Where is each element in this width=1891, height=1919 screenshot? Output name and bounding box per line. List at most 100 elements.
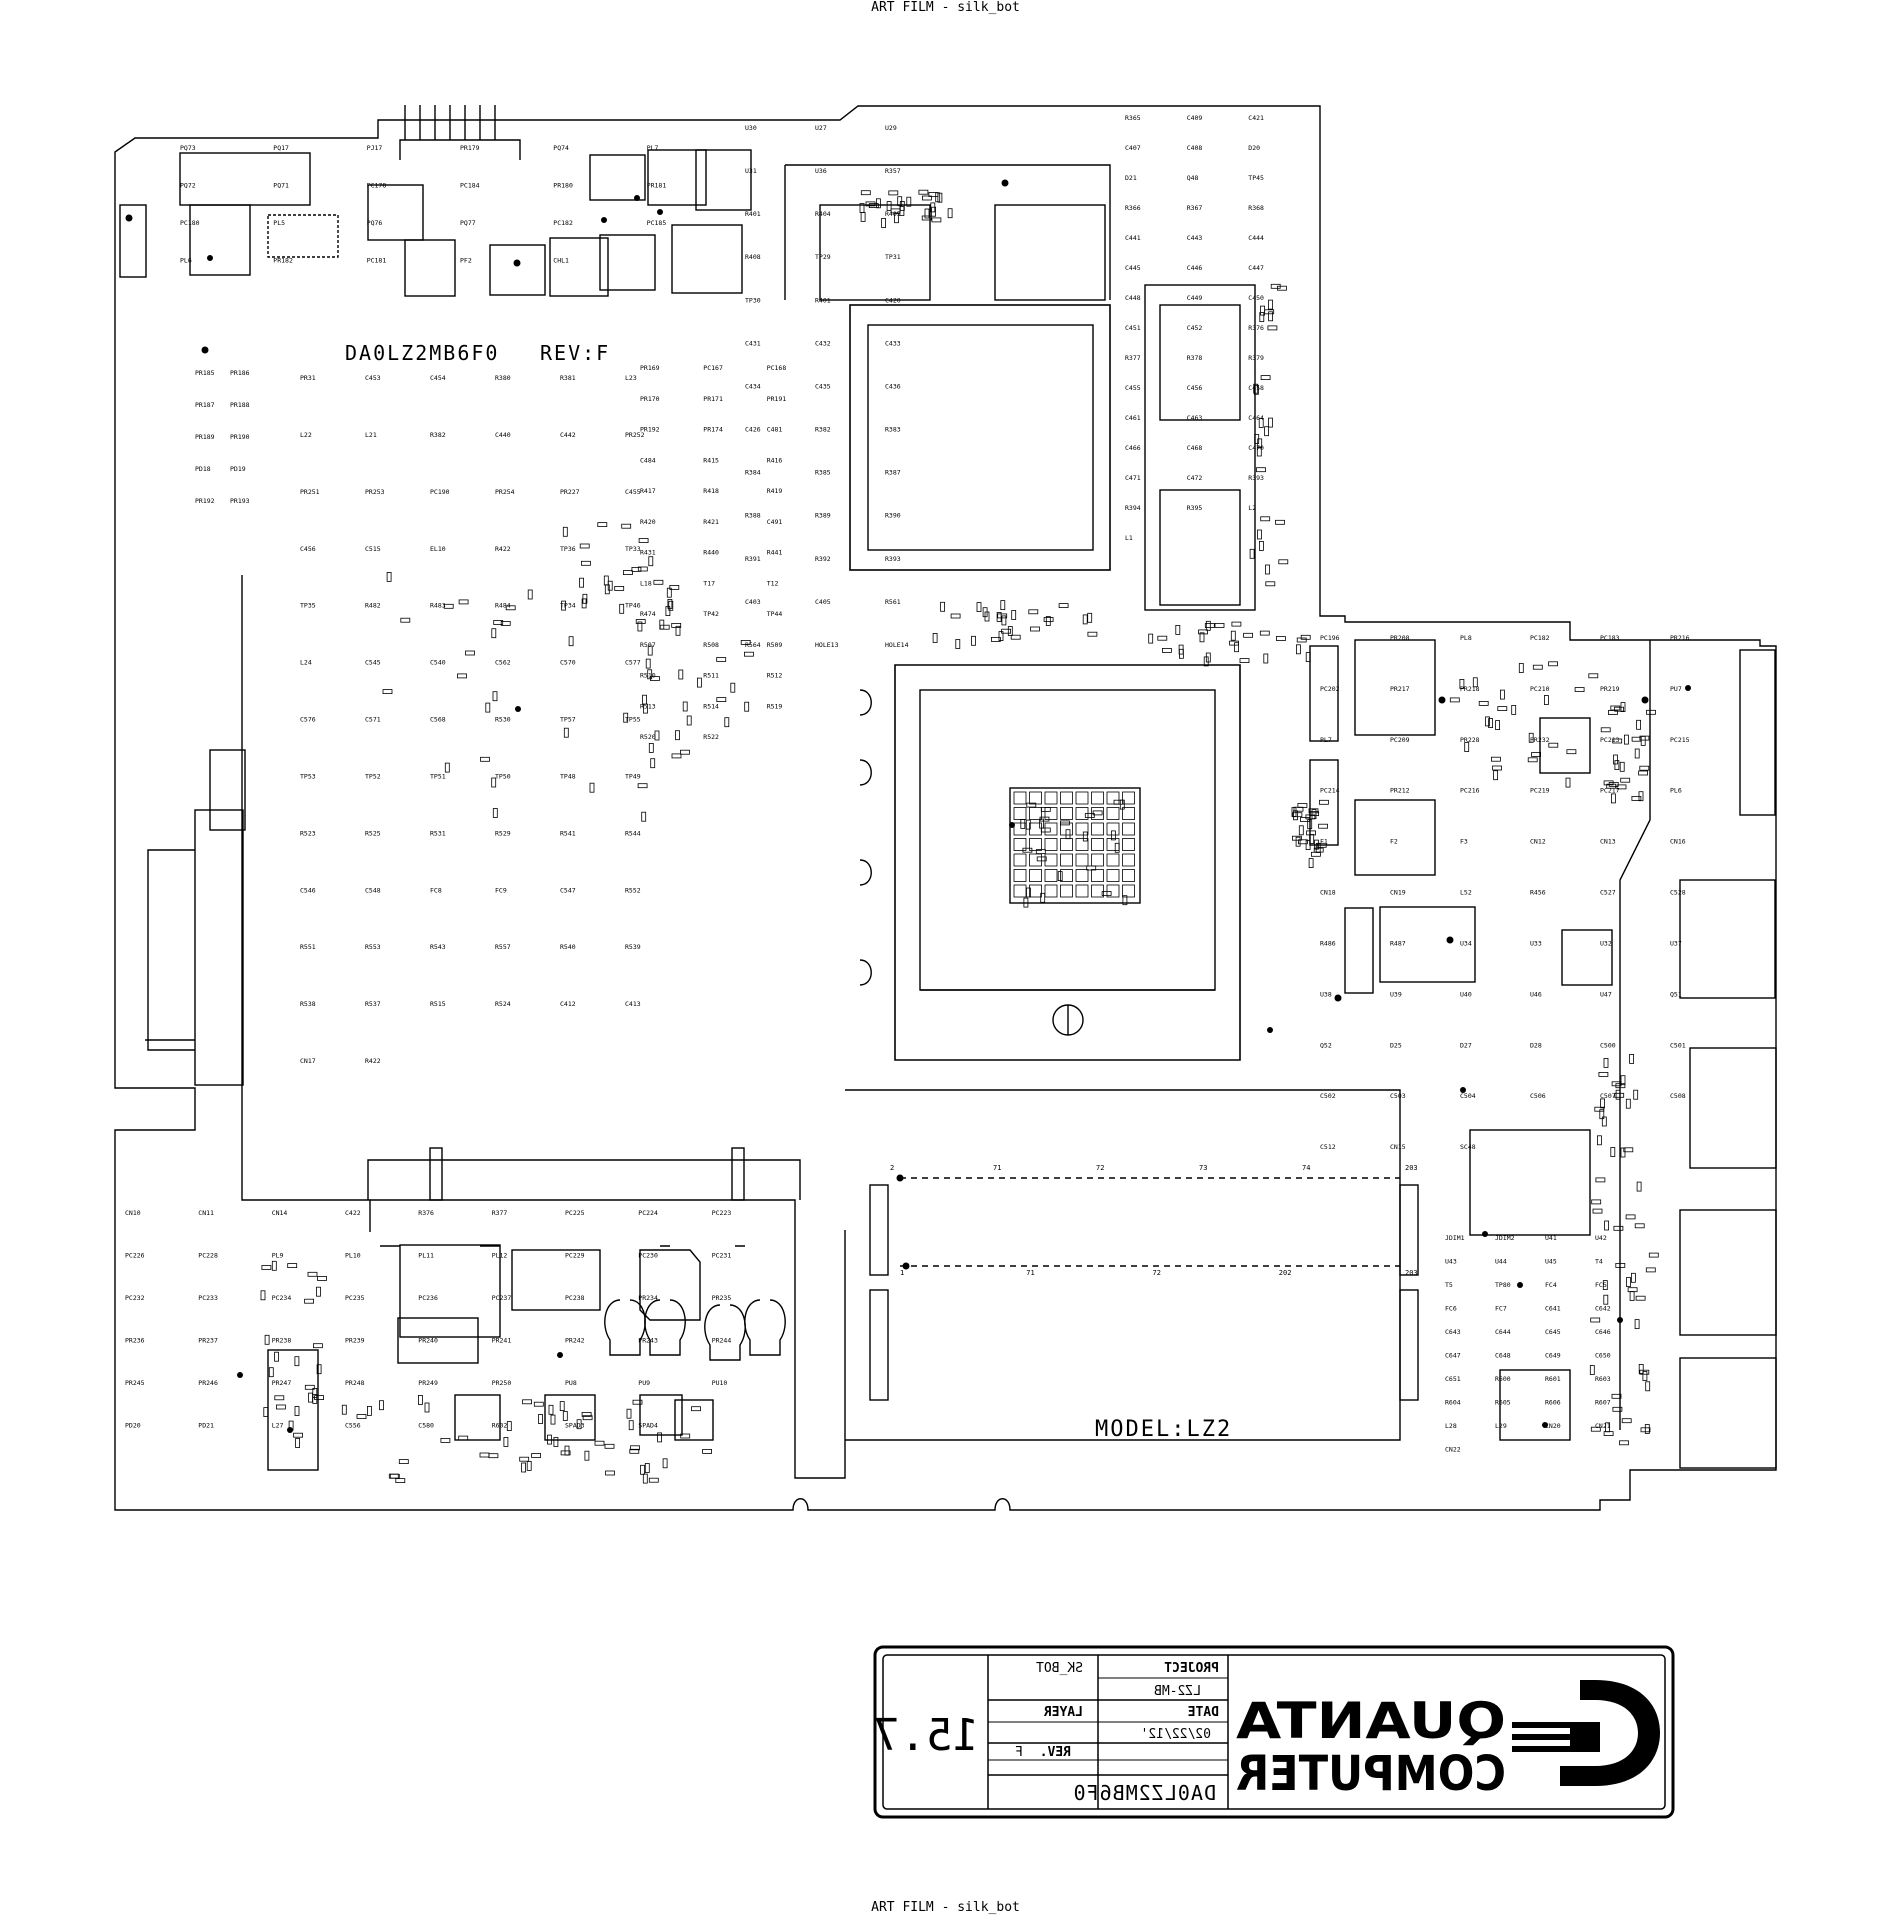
designator-pl5: PL5 [273, 219, 285, 227]
designator-pc236: PC236 [418, 1294, 438, 1302]
smd-pad [637, 621, 643, 632]
smd-pad [1639, 765, 1650, 771]
smd-pad [492, 691, 498, 702]
designator-pr186: PR186 [230, 369, 250, 377]
designator-r422: R422 [365, 1057, 381, 1065]
cpu-pad [1044, 869, 1058, 882]
smd-pad [1631, 796, 1642, 801]
smd-pad [1318, 823, 1328, 829]
smd-pad [479, 1452, 490, 1458]
designator-r540: R540 [560, 943, 576, 951]
designator-c642: C642 [1595, 1305, 1611, 1313]
smd-pad [605, 1470, 615, 1476]
designator-r441: R441 [767, 549, 783, 557]
smd-pad [1157, 635, 1168, 641]
cpu-pad [1044, 791, 1058, 805]
cn13-connector [1679, 879, 1776, 999]
designator-tp55: TP55 [625, 716, 641, 724]
designator-c421: C421 [1248, 114, 1264, 122]
designator-r519: R519 [767, 703, 783, 711]
designator-u46: U46 [1530, 990, 1542, 998]
smd-pad [1518, 663, 1524, 673]
designator-pc237: PC237 [492, 1294, 512, 1302]
designator-tp45: TP45 [1248, 174, 1264, 182]
designator-f3: F3 [1460, 838, 1468, 846]
company-name-line1: QUANTA [1236, 1692, 1506, 1750]
designator-t12: T12 [767, 579, 779, 587]
smd-pad [264, 1334, 270, 1345]
smd-pad [308, 1392, 313, 1403]
cpu-pad [1075, 884, 1089, 898]
designator-c456: C456 [1187, 384, 1203, 392]
smd-pad [1295, 836, 1301, 847]
designator-r511: R511 [703, 672, 719, 680]
designator-pr252: PR252 [625, 431, 645, 439]
smd-pad [998, 631, 1004, 641]
cpu-pad [1106, 884, 1120, 898]
designator-r474: R474 [640, 610, 656, 618]
designator-d20: D20 [1248, 144, 1260, 152]
smd-pad [1148, 633, 1154, 644]
designator-pr250: PR250 [492, 1379, 512, 1387]
smd-pad [630, 1445, 640, 1451]
dimm-top-pin-73: 73 [1199, 1164, 1207, 1172]
designator-c420: C420 [885, 296, 901, 304]
smd-pad [604, 1443, 615, 1449]
designator-pl8: PL8 [1460, 634, 1472, 642]
designator-r420: R420 [640, 518, 656, 526]
smd-pad [1040, 892, 1046, 903]
smd-pad [1601, 1116, 1607, 1127]
designator-c647: C647 [1445, 1352, 1461, 1360]
designator-f1: F1 [1320, 838, 1328, 846]
smd-pad [860, 211, 866, 222]
smd-pad [669, 585, 680, 590]
smd-pad [744, 651, 754, 657]
smd-pad [1615, 1263, 1626, 1268]
smd-pad [1642, 1371, 1648, 1381]
designator-c453: C453 [365, 374, 381, 382]
smd-pad [650, 676, 660, 681]
smd-pad [488, 1453, 499, 1459]
smd-pad [1603, 780, 1614, 786]
designator-cn14: CN14 [272, 1209, 288, 1217]
smd-pad [1589, 1365, 1595, 1375]
cpu-pad [1029, 838, 1042, 851]
u30-chip [819, 204, 931, 301]
smd-pad [931, 217, 942, 223]
smd-pad [697, 677, 702, 688]
smd-pad [563, 727, 569, 738]
designator-pc213: PC213 [1600, 736, 1620, 744]
designator-c644: C644 [1495, 1328, 1511, 1336]
designator-r367: R367 [1187, 204, 1203, 212]
designator-pr181: PR181 [647, 182, 667, 190]
inner-bottom-boundary [370, 1199, 846, 1479]
smd-pad [1162, 648, 1172, 653]
cpu-pad [1122, 807, 1135, 820]
designator-cn15: CN15 [1390, 1143, 1406, 1151]
smd-pad [1259, 541, 1264, 551]
designator-l21: L21 [365, 431, 377, 439]
smd-pad [1620, 1075, 1626, 1086]
dimm-top-pin-72: 72 [1096, 1164, 1104, 1172]
designator-c472: C472 [1187, 474, 1203, 482]
designator-cn21: CN21 [1595, 1422, 1611, 1430]
smd-pad [1611, 793, 1616, 804]
designator-cn11: CN11 [198, 1209, 214, 1217]
smd-pad [1270, 283, 1281, 289]
smd-pad [1624, 734, 1629, 745]
designator-tp48: TP48 [560, 773, 576, 781]
cpu-pad [1044, 822, 1058, 836]
designator-r487: R487 [1390, 940, 1406, 948]
smd-pad [1298, 825, 1304, 836]
smd-pad [894, 213, 899, 224]
sheet-number: 15.7 [873, 1710, 979, 1761]
designator-c432: C432 [815, 339, 831, 347]
designator-c445: C445 [1125, 264, 1141, 272]
smd-pad [881, 218, 886, 228]
designator-cn16: CN16 [1670, 838, 1686, 846]
smd-pad [533, 1401, 544, 1407]
smd-pad [991, 637, 1001, 642]
designator-pr170: PR170 [640, 395, 660, 403]
cpu-pad [1075, 791, 1089, 805]
